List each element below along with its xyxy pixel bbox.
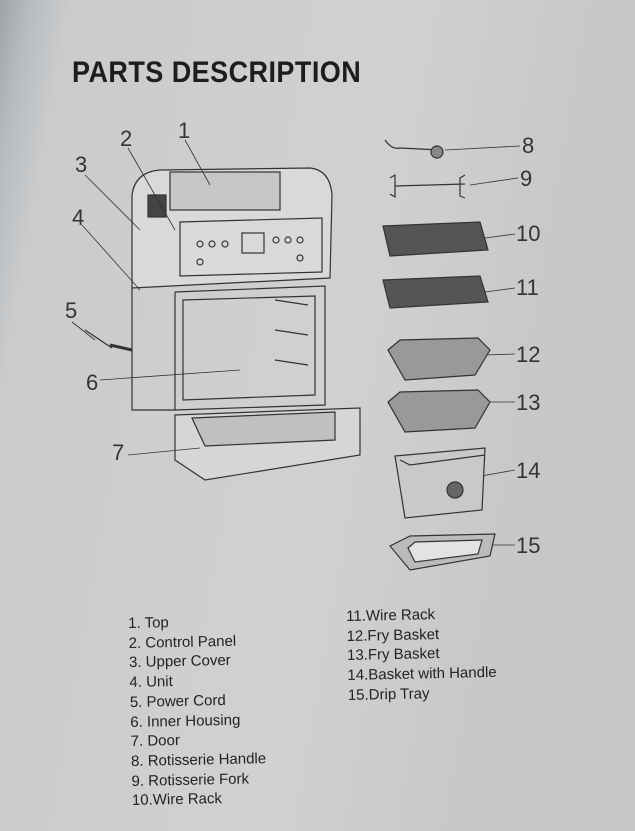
fry-basket-illustration: [387, 389, 491, 433]
wire-rack-illustration: [382, 275, 489, 309]
rotisserie-handle-illustration: [384, 139, 444, 159]
basket-with-handle-illustration: [394, 447, 486, 519]
callout-11: 11: [516, 275, 539, 300]
part-item: 9. Rotisserie Fork: [131, 770, 250, 790]
callout-12: 12: [516, 342, 540, 367]
fry-basket-illustration: [387, 337, 491, 381]
wire-rack-illustration: [382, 221, 489, 257]
callout-3: 3: [75, 152, 87, 177]
parts-list-left: 1. Top 2. Control Panel 3. Upper Cover 4…: [128, 611, 267, 811]
parts-diagram: 1 2 3 4 5 6 7 8 9 10 11 12 13 14 15: [65, 118, 540, 571]
rotisserie-fork-illustration: [389, 173, 466, 199]
callout-2: 2: [120, 126, 132, 151]
callout-9: 9: [520, 166, 532, 191]
page-title: PARTS DESCRIPTION: [72, 56, 362, 89]
callout-4: 4: [72, 205, 84, 230]
drip-tray-illustration: [389, 533, 496, 571]
part-item: 15.Drip Tray: [347, 685, 430, 704]
callout-15: 15: [516, 533, 540, 558]
part-item: 14.Basket with Handle: [347, 663, 497, 685]
parts-list-right: 11.Wire Rack 12.Fry Basket 13.Fry Basket…: [346, 604, 497, 706]
callout-14: 14: [516, 458, 540, 483]
callout-10: 10: [516, 221, 540, 246]
callout-1: 1: [178, 118, 190, 143]
callout-13: 13: [516, 390, 540, 415]
callout-7: 7: [112, 440, 124, 465]
callout-8: 8: [522, 133, 534, 158]
air-fryer-illustration: [84, 167, 361, 481]
callout-6: 6: [86, 370, 98, 395]
part-item: 8. Rotisserie Handle: [130, 750, 267, 770]
part-item: 10.Wire Rack: [131, 790, 223, 810]
callout-5: 5: [65, 298, 77, 323]
